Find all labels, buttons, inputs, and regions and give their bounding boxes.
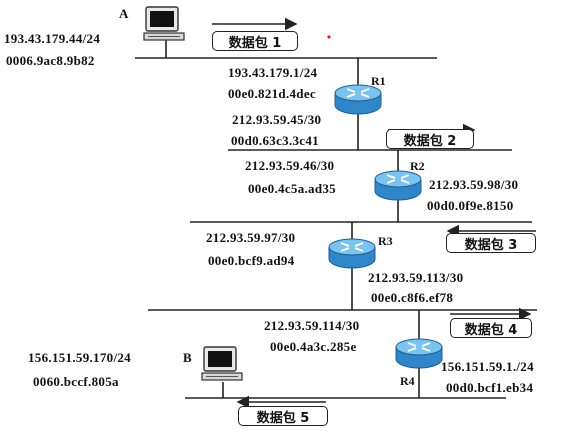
- packet-4-box: 数据包 4: [450, 318, 532, 338]
- r4-if2-ip: 156.151.59.1./24: [441, 359, 534, 374]
- r4-if2-mac: 00d0.bcf1.eb34: [446, 380, 534, 395]
- computer-icon: [140, 6, 190, 49]
- router-icon: [394, 338, 444, 375]
- host-a-mac: 0006.9ac8.9b82: [6, 53, 95, 68]
- red-dot: [327, 35, 331, 39]
- r2-label: R2: [410, 159, 425, 173]
- host-a-ip: 193.43.179.44/24: [4, 31, 101, 46]
- host-b-ip: 156.151.59.170/24: [28, 350, 131, 365]
- r2-if1-mac: 00e0.4c5a.ad35: [248, 181, 336, 196]
- router-icon: [327, 238, 377, 275]
- r3-if1-mac: 00e0.bcf9.ad94: [208, 253, 295, 268]
- host-b-mac: 0060.bccf.805a: [33, 374, 119, 389]
- packet-1-box: 数据包 1: [212, 31, 298, 51]
- r2-if2-mac: 00d0.0f9e.8150: [427, 198, 514, 213]
- host-a-label: A: [119, 6, 129, 21]
- r3-label: R3: [378, 234, 393, 248]
- r4-if1-mac: 00e0.4a3c.285e: [270, 339, 357, 354]
- r1-if2-ip: 212.93.59.45/30: [232, 112, 322, 127]
- packet-3-box: 数据包 3: [446, 233, 536, 253]
- packet-2-box: 数据包 2: [386, 129, 474, 149]
- r2-if2-ip: 212.93.59.98/30: [429, 177, 519, 192]
- r1-if2-mac: 00d0.63c3.3c41: [231, 133, 319, 148]
- r1-if1-mac: 00e0.821d.4dec: [228, 86, 316, 101]
- r1-label: R1: [371, 74, 386, 88]
- r2-if1-ip: 212.93.59.46/30: [245, 158, 335, 173]
- r3-if2-mac: 00e0.c8f6.ef78: [371, 290, 454, 305]
- router-icon: [333, 84, 383, 121]
- r4-if1-ip: 212.93.59.114/30: [264, 318, 360, 333]
- r3-if2-ip: 212.93.59.113/30: [368, 270, 464, 285]
- r1-if1-ip: 193.43.179.1/24: [228, 65, 318, 80]
- host-b-label: B: [183, 350, 192, 365]
- r3-if1-ip: 212.93.59.97/30: [206, 230, 296, 245]
- router-icon: [373, 170, 423, 207]
- packet-5-box: 数据包 5: [238, 406, 328, 426]
- r4-label: R4: [400, 374, 415, 388]
- computer-icon: [198, 346, 248, 389]
